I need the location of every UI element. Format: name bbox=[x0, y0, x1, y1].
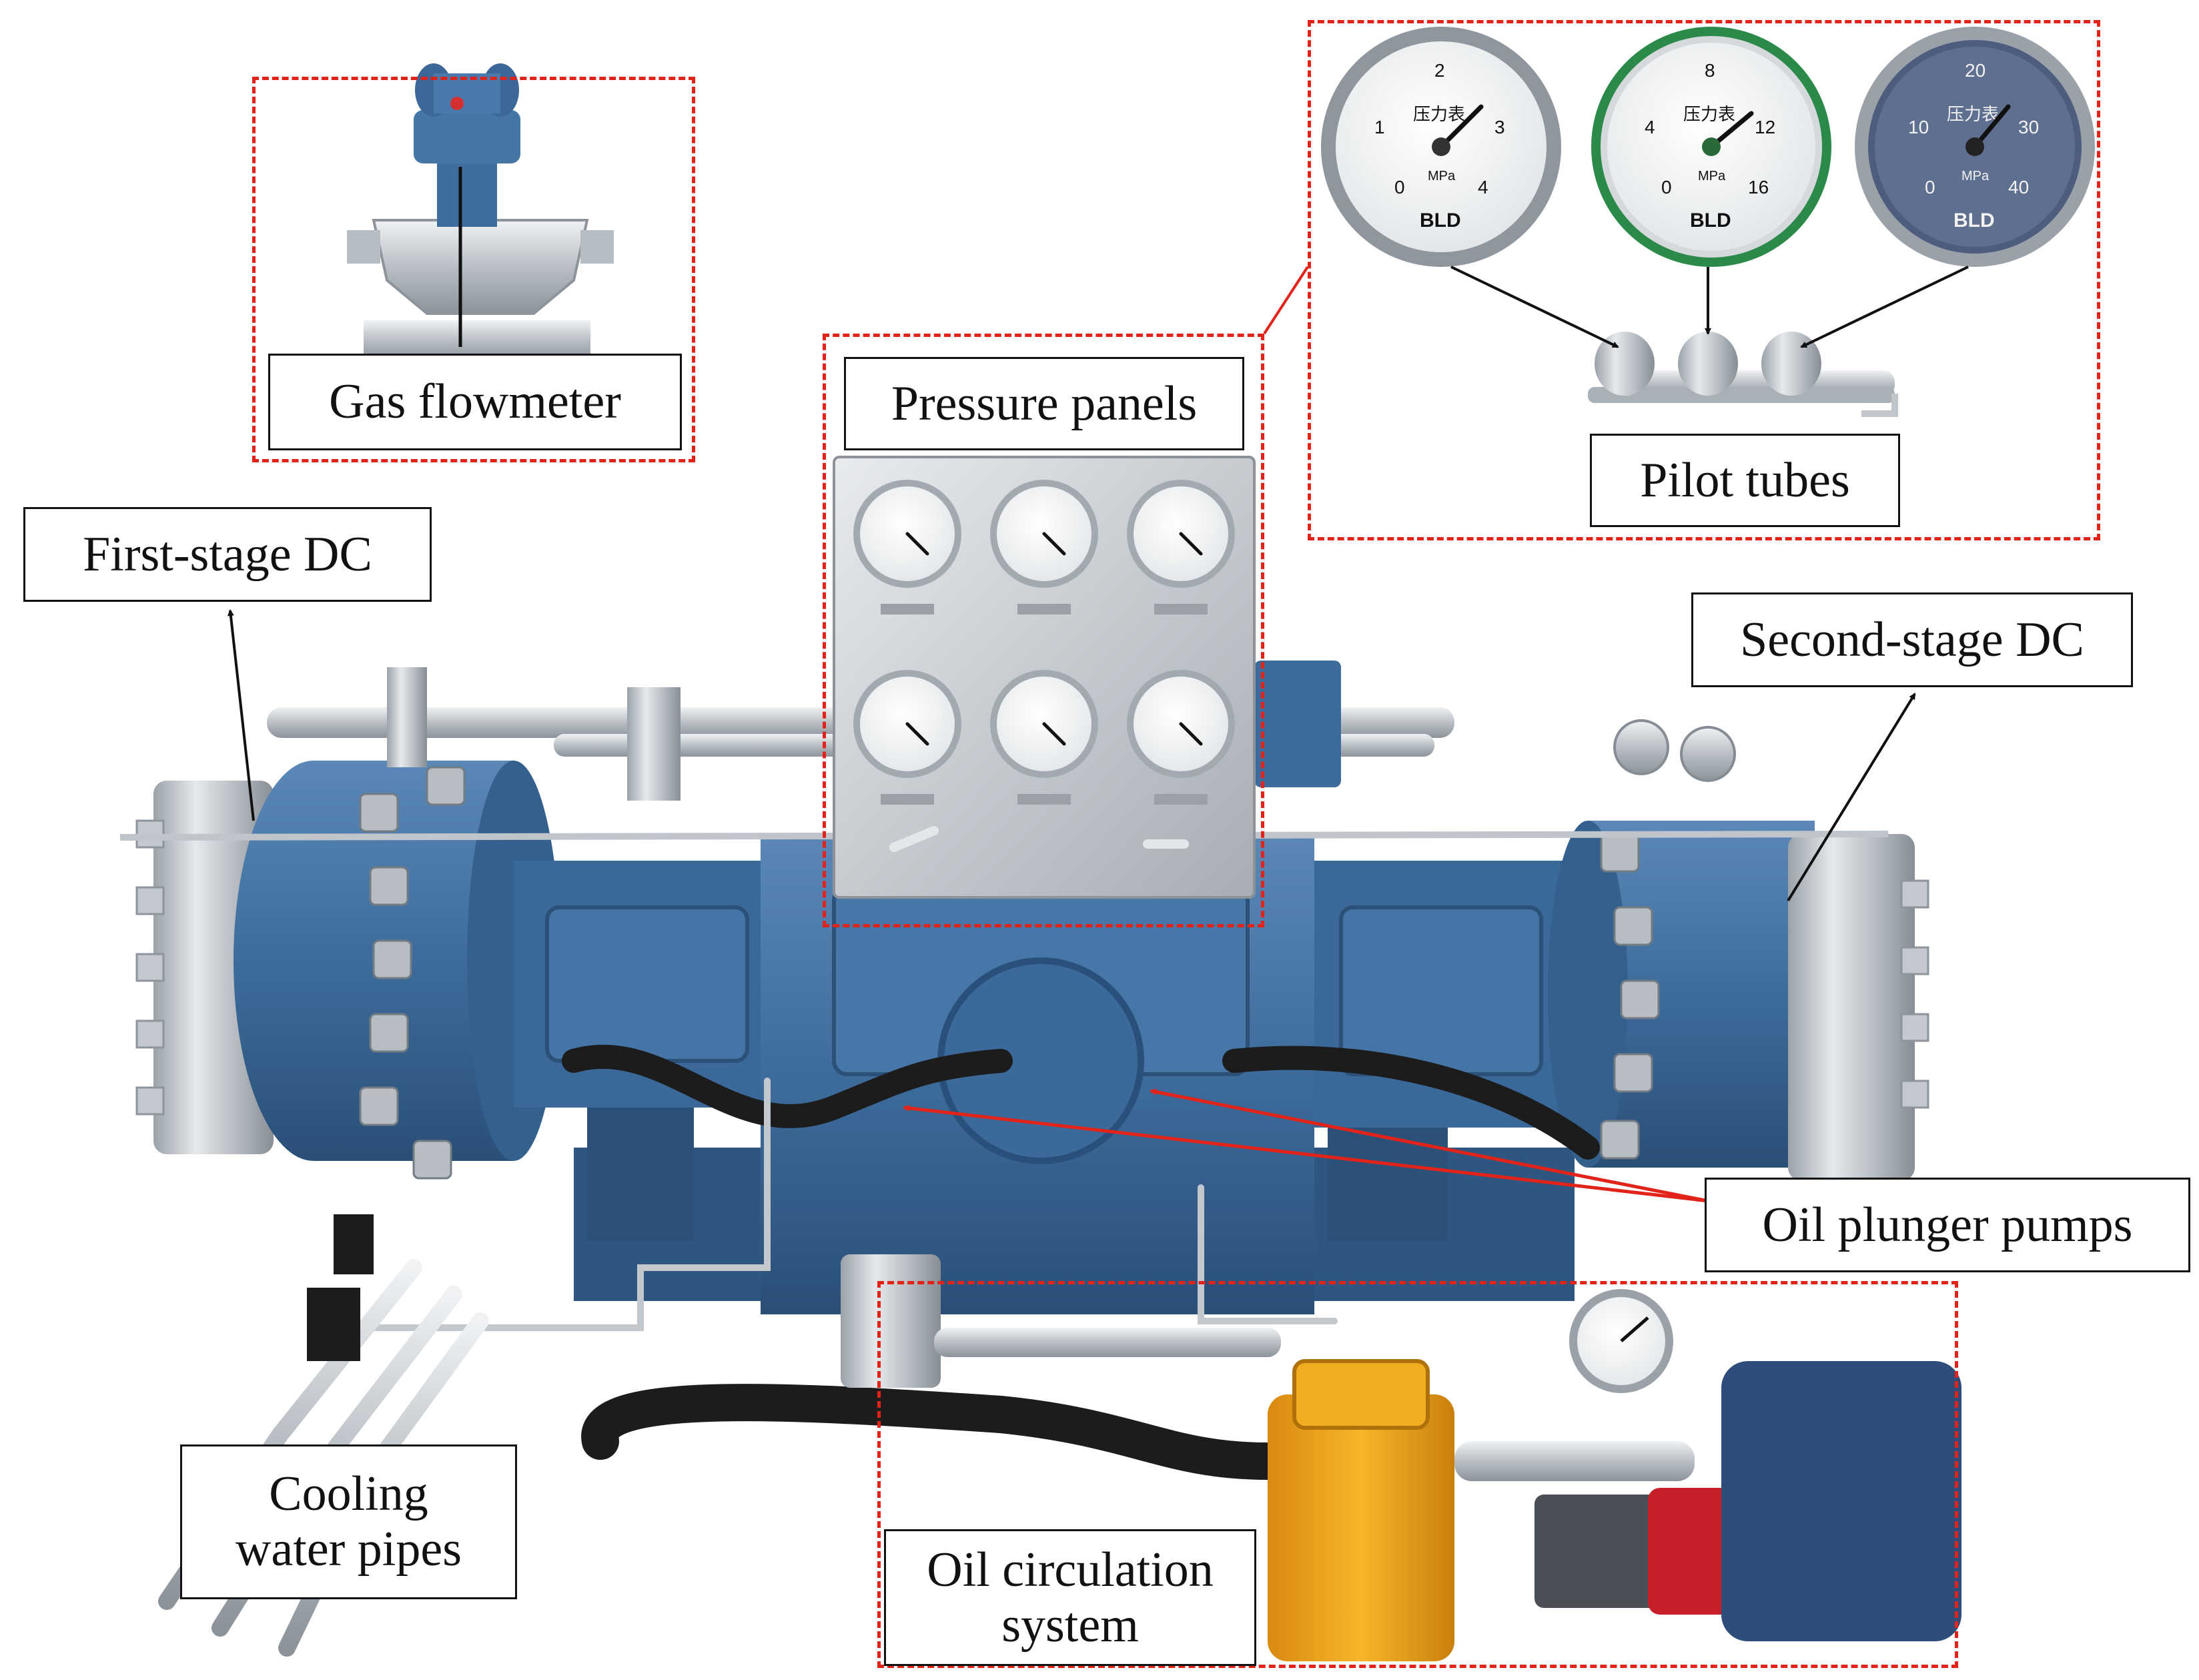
pilot-gauge-3: 0 10 20 30 40 压力表 MPa BLD bbox=[1855, 27, 2095, 267]
pilot-gauge-2: 0 4 8 12 16 压力表 MPa BLD bbox=[1591, 27, 1831, 267]
gauge-2-tick-1: 4 bbox=[1645, 117, 1655, 137]
gauge-3-tick-4: 40 bbox=[2008, 177, 2029, 197]
gauge-3-tick-1: 10 bbox=[1908, 117, 1929, 137]
arrow-oil-plunger-pump-left bbox=[903, 1104, 1709, 1203]
arrow-second-stage-dc bbox=[1787, 693, 1916, 902]
gauge-3-tick-3: 30 bbox=[2018, 117, 2039, 137]
crankcase bbox=[761, 834, 1314, 1314]
gauge-1-tick-1: 1 bbox=[1374, 117, 1385, 137]
gauge-1-unit: MPa bbox=[1428, 169, 1456, 183]
pilot-tubes-drawing bbox=[1588, 332, 1898, 417]
pilot-tubes-label: Pilot tubes bbox=[1590, 434, 1900, 527]
second-stage-dc-label: Second-stage DC bbox=[1691, 592, 2133, 687]
gauge-3-title: 压力表 bbox=[1947, 105, 1999, 125]
gas-flowmeter-frame bbox=[252, 77, 695, 462]
cooling-water-pipes-label: Cooling water pipes bbox=[180, 1444, 517, 1599]
oil-plunger-pumps-label-text: Oil plunger pumps bbox=[1762, 1197, 2133, 1252]
gauge-2-tick-3: 12 bbox=[1755, 117, 1775, 137]
second-stage-dc-label-text: Second-stage DC bbox=[1740, 612, 2084, 667]
gauge-3-tick-2: 20 bbox=[1965, 60, 1986, 81]
connector-arrows bbox=[227, 266, 1969, 1203]
leader-panel-to-pilot-inset bbox=[1263, 266, 1309, 335]
gas-flowmeter-drawing bbox=[347, 63, 614, 360]
pilot-gauge-1: 0 1 2 3 4 压力表 MPa BLD bbox=[1321, 27, 1561, 267]
oil-plunger-pumps-label: Oil plunger pumps bbox=[1705, 1178, 2190, 1272]
gauge-2-tick-2: 8 bbox=[1705, 60, 1715, 81]
arrow-gauge-1-to-pilot bbox=[1450, 266, 1619, 348]
gauge-2-title: 压力表 bbox=[1683, 105, 1735, 125]
oil-circulation-drawing bbox=[841, 1254, 1961, 1661]
gauge-3-unit: MPa bbox=[1961, 169, 1990, 183]
arrow-first-stage-dc bbox=[227, 609, 255, 821]
gauge-1-tick-2: 2 bbox=[1434, 60, 1445, 81]
gauge-2-brand: BLD bbox=[1690, 209, 1731, 232]
compressor-machine bbox=[119, 63, 1961, 1661]
pressure-panels-frame bbox=[823, 334, 1264, 927]
arrow-gauge-3-to-pilot bbox=[1800, 266, 1969, 348]
pressure-panels-label: Pressure panels bbox=[844, 357, 1244, 450]
gauge-1-tick-4: 4 bbox=[1478, 177, 1488, 197]
first-stage-dc-label: First-stage DC bbox=[23, 507, 432, 602]
gauge-1-title: 压力表 bbox=[1413, 105, 1465, 125]
pressure-panel-drawing bbox=[833, 456, 1256, 899]
gas-flowmeter-label: Gas flowmeter bbox=[268, 354, 682, 450]
first-stage-cylinder bbox=[135, 761, 794, 1180]
pilot-tubes-label-text: Pilot tubes bbox=[1640, 452, 1850, 508]
arrow-oil-plunger-pump-right bbox=[1150, 1088, 1709, 1203]
pilot-gauges: 0 1 2 3 4 压力表 MPa BLD 0 4 8 12 16 压力表 MP… bbox=[1321, 27, 2095, 267]
oil-circulation-system-label: Oil circulation system bbox=[884, 1529, 1256, 1666]
oil-circulation-frame bbox=[877, 1281, 1958, 1668]
pilot-tubes-frame bbox=[1308, 20, 2100, 540]
oil-hoses bbox=[317, 1045, 1600, 1480]
oil-circulation-system-label-text: Oil circulation system bbox=[927, 1542, 1214, 1653]
gauge-3-tick-0: 0 bbox=[1925, 177, 1935, 197]
pressure-panels-label-text: Pressure panels bbox=[891, 376, 1198, 431]
second-stage-cylinder bbox=[1308, 821, 1929, 1181]
gauge-1-needle bbox=[1438, 104, 1484, 149]
gauge-2-unit: MPa bbox=[1698, 169, 1726, 183]
gauge-1-brand: BLD bbox=[1420, 209, 1461, 232]
gauge-3-brand: BLD bbox=[1953, 209, 1995, 232]
gauge-2-tick-4: 16 bbox=[1748, 177, 1769, 197]
cooling-water-pipes-label-text: Cooling water pipes bbox=[235, 1466, 462, 1577]
gauge-2-tick-0: 0 bbox=[1661, 177, 1672, 197]
gas-flowmeter-label-text: Gas flowmeter bbox=[329, 374, 621, 430]
gauge-1-tick-3: 3 bbox=[1494, 117, 1505, 137]
first-stage-dc-label-text: First-stage DC bbox=[83, 526, 372, 582]
gauge-1-tick-0: 0 bbox=[1394, 177, 1405, 197]
